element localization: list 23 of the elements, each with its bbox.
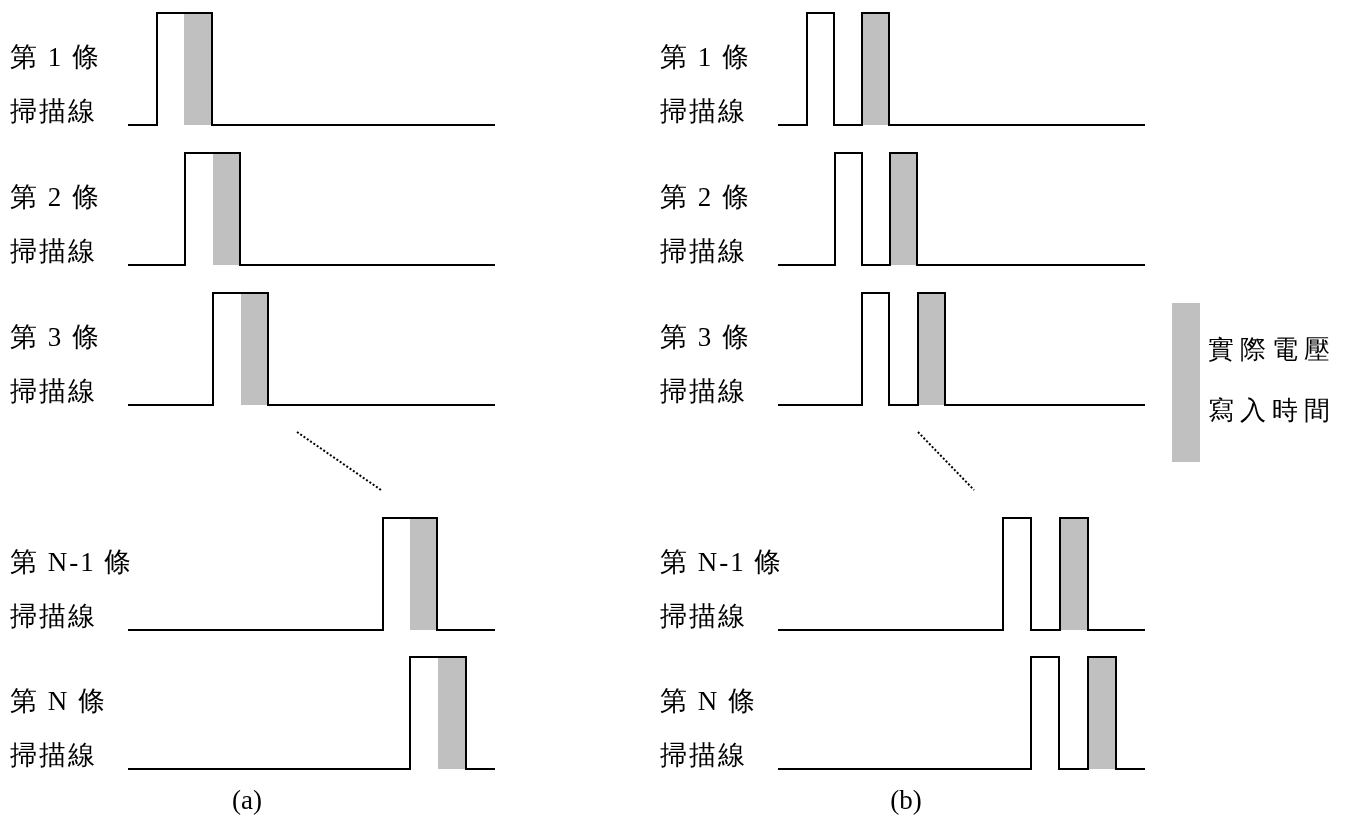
panel-caption: (a) (232, 784, 262, 816)
scan-line-number: 第 2 條 (660, 181, 751, 213)
scan-line-number: 第 N 條 (10, 685, 107, 717)
scan-line-number: 第 1 條 (660, 41, 751, 73)
row-label: 掃描線 (660, 375, 747, 407)
scan-line-number: 第 3 條 (660, 321, 751, 353)
legend-text: 實際電壓寫入時間 (1208, 334, 1337, 427)
row-label: 掃描線 (660, 235, 747, 267)
scan-line-number: 第 2 條 (10, 181, 101, 213)
row-label: 掃描線 (10, 95, 97, 127)
scan-line-number: 第 N 條 (660, 685, 757, 717)
row-label: 掃描線 (10, 739, 97, 771)
scan-line-number: 第 N-1 條 (10, 546, 134, 578)
scan-line-number: 第 1 條 (10, 41, 101, 73)
row-label: 掃描線 (660, 739, 747, 771)
scan-line-number: 第 3 條 (10, 321, 101, 353)
panel-caption: (b) (890, 784, 922, 816)
row-label: 掃描線 (10, 375, 97, 407)
row-label: 掃描線 (660, 95, 747, 127)
row-label: 掃描線 (10, 235, 97, 267)
row-label: 掃描線 (10, 600, 97, 632)
row-label: 掃描線 (660, 600, 747, 632)
scan-line-number: 第 N-1 條 (660, 546, 784, 578)
